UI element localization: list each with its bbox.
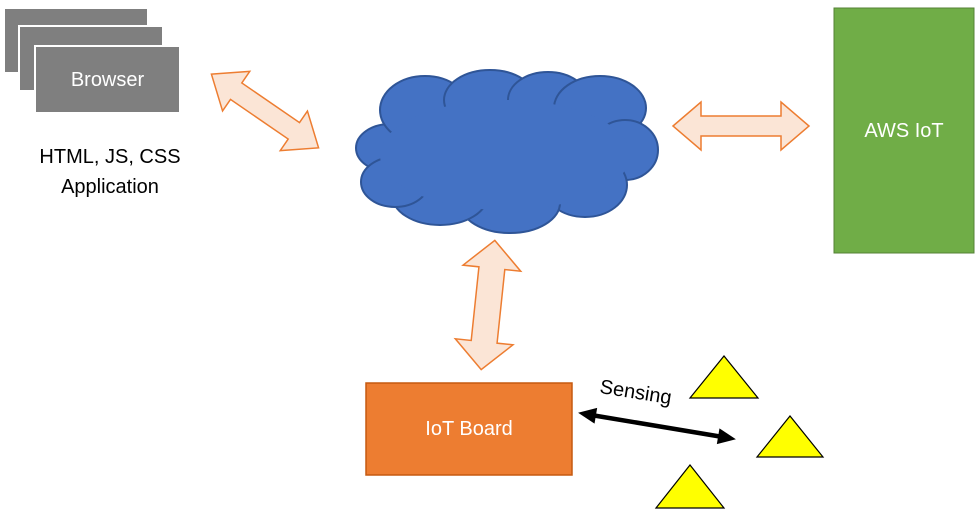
sensing-arrow bbox=[578, 407, 736, 445]
browser-window-front bbox=[34, 45, 181, 114]
iot-board-box bbox=[365, 382, 573, 476]
sensor-triangle-icon bbox=[755, 415, 825, 458]
browser-caption-line1: HTML, JS, CSS bbox=[39, 146, 181, 168]
arrow-cloud-aws bbox=[671, 100, 811, 152]
browser-label: Browser bbox=[70, 69, 145, 91]
cloud-icon bbox=[355, 69, 659, 234]
aws-iot-label: AWS IoT bbox=[864, 120, 944, 142]
aws-iot-box bbox=[833, 7, 975, 254]
browser-window-stack bbox=[3, 7, 181, 114]
sensor-triangle-icon bbox=[688, 355, 760, 399]
sensor-triangle-icon bbox=[654, 464, 726, 509]
iot-board-label: IoT Board bbox=[425, 418, 513, 440]
arrow-browser-cloud bbox=[210, 70, 320, 152]
browser-caption: HTML, JS, CSS Application bbox=[10, 142, 210, 202]
arrow-cloud-board bbox=[453, 239, 523, 371]
browser-caption-line2: Application bbox=[61, 176, 159, 198]
